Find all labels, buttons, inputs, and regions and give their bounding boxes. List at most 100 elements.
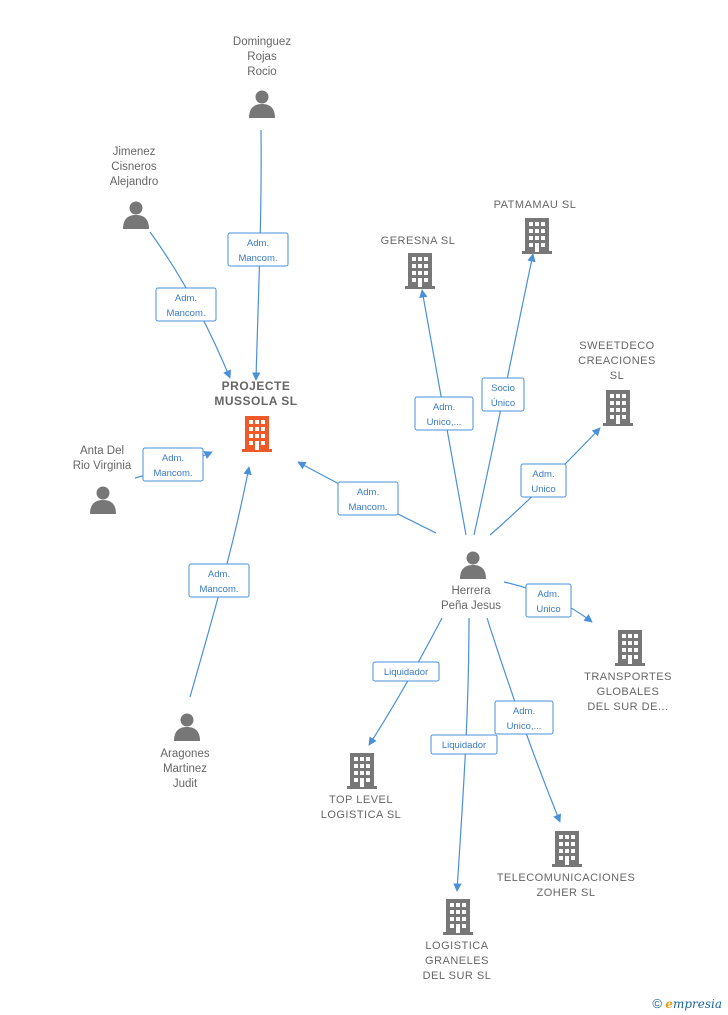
- person-icon: [460, 551, 486, 579]
- edge-line: [453, 617, 470, 892]
- node-label: Aragones: [160, 748, 209, 760]
- company-node-sweetdeco[interactable]: SWEETDECO CREACIONES SL: [578, 340, 656, 426]
- edge-label-box[interactable]: [525, 583, 572, 618]
- edge-herrera-transportes: Adm.Unico: [503, 581, 593, 623]
- node-label: TRANSPORTES: [584, 671, 672, 683]
- node-label: LOGISTICA SL: [321, 809, 402, 821]
- edge-label-box[interactable]: [372, 661, 440, 682]
- node-label: GRANELES: [425, 955, 489, 967]
- edge-anta-center: Adm.Mancom.: [134, 447, 213, 482]
- company-node-telecom[interactable]: TELECOMUNICACIONES ZOHER SL: [497, 831, 636, 899]
- edge-label-text: Adm.: [208, 569, 230, 580]
- node-label: ZOHER SL: [536, 887, 595, 899]
- node-label: DEL SUR SL: [423, 970, 492, 982]
- edge-label-text: Mancom.: [153, 468, 192, 479]
- edge-label-text: Unico,...: [427, 417, 462, 428]
- edge-line: [368, 617, 443, 746]
- node-label: GERESNA SL: [381, 235, 456, 247]
- edge-label-text: Adm.: [513, 706, 535, 717]
- node-label: Anta Del: [80, 445, 124, 457]
- node-label: Rojas: [247, 51, 277, 63]
- edge-label-text: Único: [491, 398, 515, 409]
- node-label: PATMAMAU SL: [494, 199, 577, 211]
- person-icon: [174, 713, 200, 741]
- brand-initial: e: [665, 997, 673, 1011]
- brand-name: mpresia: [672, 997, 722, 1011]
- node-label: PROJECTE: [222, 379, 291, 393]
- edge-label-text: Adm.: [537, 589, 559, 600]
- edge-label-box[interactable]: [188, 563, 250, 598]
- node-label: Judit: [173, 778, 198, 790]
- edge-label-box[interactable]: [142, 447, 204, 482]
- node-label: Cisneros: [111, 161, 157, 173]
- edge-label-text: Adm.: [433, 402, 455, 413]
- edge-herrera-toplevel: Liquidador: [368, 617, 443, 746]
- edge-label-text: Adm.: [175, 293, 197, 304]
- node-label: Dominguez: [233, 36, 291, 48]
- person-icon: [123, 201, 149, 229]
- edge-herrera-logistica: Liquidador: [430, 617, 498, 892]
- edges-layer: Adm. Mancom. Adm. Mancom. Adm. Mancom. Adm. Man…: [134, 129, 601, 892]
- edge-herrera-sweetdeco: Adm. Unico: [489, 427, 601, 536]
- edge-label-box[interactable]: [414, 396, 474, 431]
- edge-label-text: Adm.: [532, 469, 554, 480]
- node-label: Rocio: [247, 66, 276, 78]
- nodes-layer: DominguezRojasRocioJimenezCisnerosAlejan…: [73, 36, 672, 982]
- edge-label-box[interactable]: [494, 700, 554, 735]
- node-label: LOGISTICA: [425, 940, 488, 952]
- building-icon: [405, 253, 435, 289]
- edge-label-text: Adm.: [357, 487, 379, 498]
- company-node-geresna[interactable]: GERESNA SL: [381, 235, 456, 289]
- edge-label-box[interactable]: [520, 463, 567, 498]
- edge-label-text: Mancom.: [348, 502, 387, 513]
- node-label: TELECOMUNICACIONES: [497, 872, 636, 884]
- edge-label-box[interactable]: [481, 377, 525, 412]
- building-icon: [522, 218, 552, 254]
- node-label: SL: [610, 370, 624, 382]
- edge-label-text: Unico: [531, 484, 555, 495]
- footer-brand: © empresia: [652, 996, 722, 1011]
- building-icon: [443, 899, 473, 935]
- building-icon: [347, 753, 377, 789]
- edge-label-text: Mancom.: [238, 253, 277, 264]
- edge-label-box[interactable]: [337, 481, 399, 516]
- node-label: GLOBALES: [597, 686, 660, 698]
- edge-label-text: Adm.: [247, 238, 269, 249]
- node-label: Martinez: [163, 763, 207, 775]
- node-label: SWEETDECO: [579, 340, 654, 352]
- building-icon: [552, 831, 582, 867]
- node-label: Rio Virginia: [73, 460, 132, 472]
- building-icon: [603, 390, 633, 426]
- edge-jimenez-center: Adm. Mancom.: [149, 231, 231, 379]
- edge-herrera-telecom: Adm.Unico,...: [486, 617, 562, 823]
- node-label: MUSSOLA SL: [214, 394, 297, 408]
- edge-label-box[interactable]: [155, 287, 217, 322]
- building-icon: [615, 630, 645, 666]
- node-label: DEL SUR DE...: [587, 701, 668, 713]
- node-label: Herrera: [452, 585, 492, 597]
- company-node-transportes[interactable]: TRANSPORTES GLOBALES DEL SUR DE...: [584, 630, 672, 713]
- edge-label-text: Mancom.: [166, 308, 205, 319]
- edge-label-text: Mancom.: [199, 584, 238, 595]
- edge-herrera-geresna: Adm. Unico,...: [414, 289, 474, 536]
- node-label: Peña Jesus: [441, 600, 501, 612]
- edge-label-box[interactable]: [227, 232, 289, 267]
- node-label: Alejandro: [110, 176, 159, 188]
- edge-aragones-center: Adm. Mancom.: [188, 466, 252, 698]
- node-label: CREACIONES: [578, 355, 656, 367]
- company-node-logistica[interactable]: LOGISTICA GRANELES DEL SUR SL: [423, 899, 492, 982]
- person-icon: [90, 486, 116, 514]
- person-icon: [249, 90, 275, 118]
- edge-label-box[interactable]: [430, 734, 498, 755]
- company-node-patmamau[interactable]: PATMAMAU SL: [494, 199, 577, 254]
- edge-label-text: Liquidador: [384, 667, 428, 678]
